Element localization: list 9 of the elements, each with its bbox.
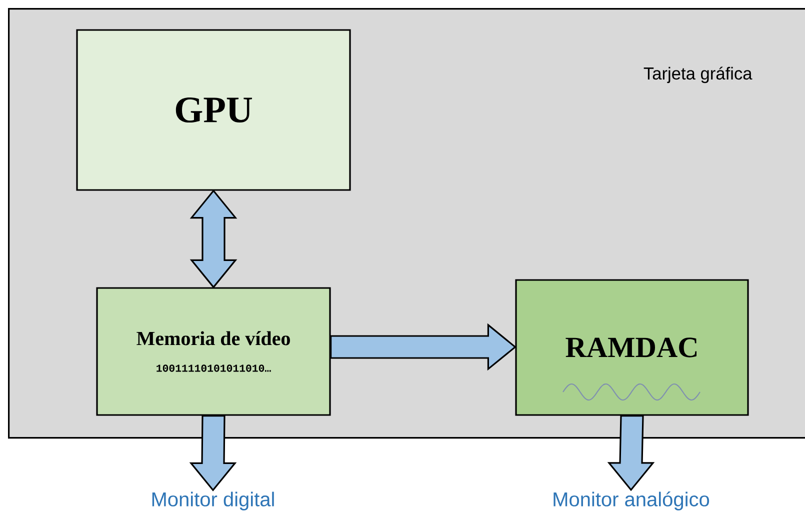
output-label: Monitor digital (152, 492, 274, 510)
block-arrow (607, 415, 655, 492)
output-label: Monitor analógico (554, 492, 710, 510)
block-arrow (189, 415, 237, 492)
process-box: Memoria de vídeo 10011110101011010… (96, 287, 331, 416)
process-box: RAMDAC (515, 279, 749, 416)
card-title: Tarjeta gráfica (644, 66, 752, 84)
process-box: GPU (76, 29, 351, 191)
block-arrow (330, 323, 516, 371)
